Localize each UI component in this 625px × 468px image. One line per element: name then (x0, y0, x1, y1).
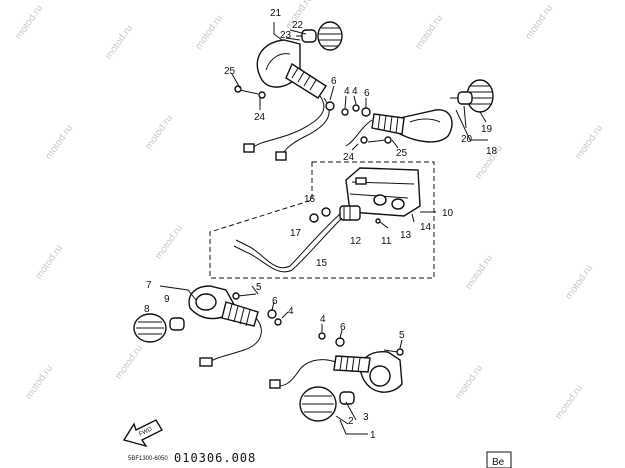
label-4: 4 (352, 86, 358, 97)
diagram-code: 5BF1300-6050 (128, 456, 168, 462)
watermark: motod.ru (523, 3, 555, 42)
label-6: 6 (272, 296, 278, 307)
watermark: motod.ru (103, 23, 135, 62)
label-1: 1 (370, 430, 376, 441)
watermark: motod.ru (453, 363, 485, 402)
label-8: 8 (144, 304, 150, 315)
label-10: 10 (442, 208, 454, 219)
label-13: 13 (400, 230, 412, 241)
label-24: 24 (254, 112, 266, 123)
label-21: 21 (270, 8, 282, 19)
label-25: 25 (396, 148, 408, 159)
label-20: 20 (461, 134, 473, 145)
label-22: 22 (292, 20, 304, 31)
label-4: 4 (344, 86, 350, 97)
label-14: 14 (420, 222, 432, 233)
corner-tab: Be (486, 451, 512, 468)
corner-tab-label: Be (492, 457, 505, 468)
tail-light-assembly (209, 161, 436, 279)
watermark: motod.ru (23, 363, 55, 402)
label-16: 16 (304, 194, 316, 205)
label-17: 17 (290, 228, 302, 239)
label-5: 5 (256, 282, 262, 293)
watermark: motod.ru (413, 13, 445, 52)
part-labels: 21 22 23 25 24 6 4 4 6 20 19 18 24 25 16… (144, 8, 498, 441)
turn-signal-upper-left (231, 21, 349, 161)
label-5: 5 (399, 330, 405, 341)
label-4: 4 (288, 306, 294, 317)
label-19: 19 (481, 124, 493, 135)
watermark: motod.ru (113, 343, 145, 382)
label-9: 9 (164, 294, 170, 305)
label-18: 18 (486, 146, 498, 157)
label-12: 12 (350, 236, 362, 247)
label-3: 3 (363, 412, 369, 423)
watermark: motod.ru (143, 113, 175, 152)
watermark: motod.ru (553, 383, 585, 422)
front-arrow-label: FWD (138, 426, 154, 437)
label-25: 25 (224, 66, 236, 77)
label-6: 6 (331, 76, 337, 87)
watermark-layer: motod.ru motod.ru motod.ru motod.ru moto… (13, 0, 605, 422)
label-2: 2 (348, 416, 354, 427)
label-4: 4 (320, 314, 326, 325)
label-24: 24 (343, 152, 355, 163)
turn-signal-lower-left (133, 285, 289, 367)
catalog-number: 010306.008 (174, 451, 256, 465)
watermark: motod.ru (153, 223, 185, 262)
label-15: 15 (316, 258, 328, 269)
watermark: motod.ru (43, 123, 75, 162)
watermark: motod.ru (463, 253, 495, 292)
label-6: 6 (340, 322, 346, 333)
label-7: 7 (146, 280, 152, 291)
watermark: motod.ru (13, 3, 45, 42)
front-arrow: FWD (122, 419, 163, 448)
turn-signal-lower-right (269, 324, 404, 435)
watermark: motod.ru (33, 243, 65, 282)
watermark: motod.ru (573, 123, 605, 162)
label-6: 6 (364, 88, 370, 99)
label-23: 23 (280, 30, 292, 41)
label-11: 11 (381, 236, 392, 247)
watermark: motod.ru (563, 263, 595, 302)
turn-signal-upper-right (345, 79, 494, 151)
watermark: motod.ru (193, 13, 225, 52)
